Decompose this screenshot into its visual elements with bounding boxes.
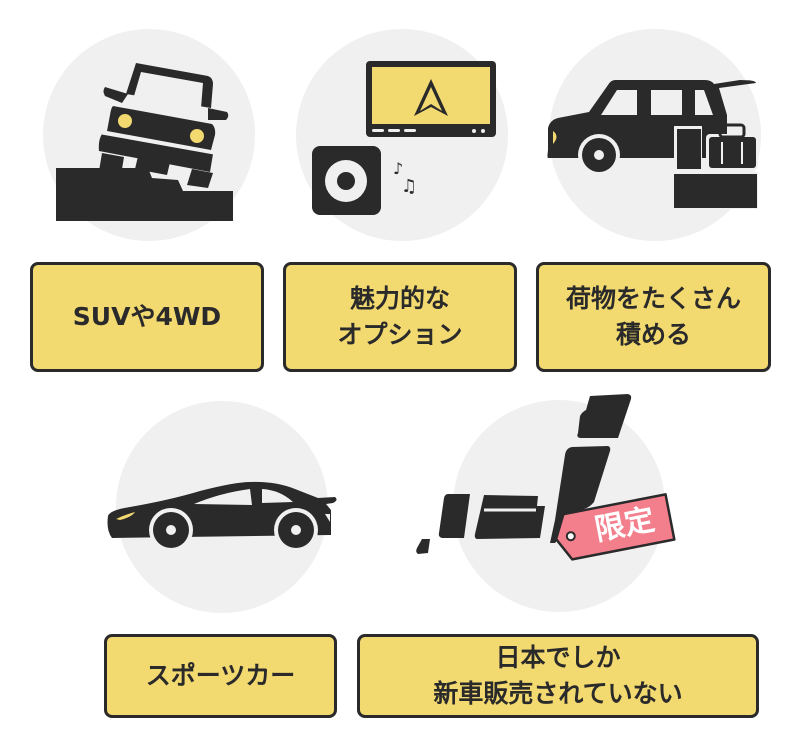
- label-box-japan-only: 日本でしか 新車販売されていない: [357, 634, 759, 718]
- car-navigation-audio-icon: ♪ ♫: [312, 61, 496, 215]
- label-line: 新車販売されていない: [433, 679, 683, 708]
- svg-text:♫: ♫: [401, 176, 417, 197]
- sports-car-icon: [107, 481, 337, 552]
- limited-tag: 限定: [549, 492, 676, 564]
- label-line: スポーツカー: [145, 661, 296, 690]
- label-line: オプション: [337, 320, 463, 349]
- svg-text:♪: ♪: [393, 159, 403, 178]
- label-line: 荷物をたくさん: [565, 284, 741, 313]
- label-box-options: 魅力的な オプション: [283, 262, 517, 372]
- label-line: 魅力的な: [349, 284, 450, 313]
- label-box-luggage: 荷物をたくさん 積める: [536, 262, 771, 372]
- label-box-sports-car: スポーツカー: [104, 634, 337, 718]
- offroad-car-icon: [56, 63, 233, 221]
- label-line: 積める: [615, 320, 691, 349]
- label-line: SUVや4WD: [72, 302, 222, 331]
- tag-shape-icon: [554, 493, 676, 561]
- label-box-suv-4wd: SUVや4WD: [30, 262, 264, 372]
- wagon-luggage-icon: [547, 80, 758, 209]
- label-line: 日本でしか: [495, 643, 621, 672]
